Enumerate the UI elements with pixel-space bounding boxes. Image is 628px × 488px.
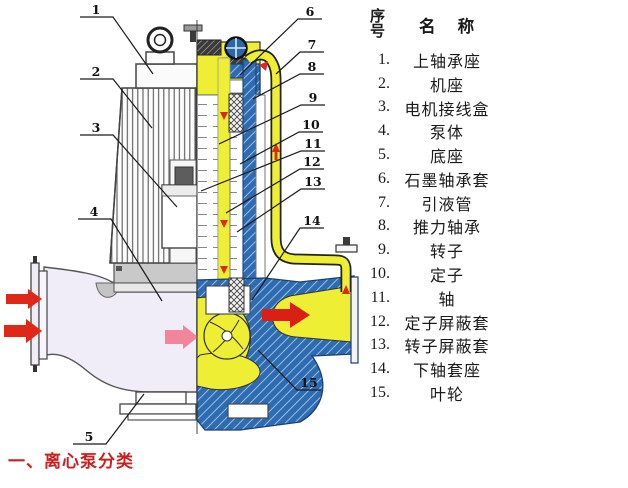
- callout-13: 13: [304, 174, 321, 189]
- legend-row-13: 13. 转子屏蔽套: [356, 334, 624, 358]
- part-name: 转子屏蔽套: [404, 339, 490, 357]
- part-name: 叶轮: [429, 387, 464, 405]
- part-number: 15.: [370, 384, 390, 402]
- discharge-flow-arrow: [262, 302, 310, 328]
- callout-14: 14: [303, 213, 321, 228]
- legend-row-11: 11. 轴: [356, 286, 624, 310]
- section-heading: 一、离心泵分类: [8, 452, 134, 471]
- legend-row-6: 6. 石墨轴承套: [356, 167, 624, 191]
- callout-12: 12: [303, 154, 320, 169]
- base-feet: [119, 391, 269, 421]
- lifting-eyebolt-icon: [146, 26, 174, 54]
- legend-row-3: 3. 电机接线盒: [356, 96, 624, 120]
- part-number: 12.: [370, 312, 390, 330]
- callout-6: 6: [306, 4, 315, 19]
- part-number: 11.: [370, 288, 390, 306]
- legend-row-5: 5. 底座: [356, 143, 624, 167]
- legend-row-10: 10. 定子: [356, 262, 624, 286]
- part-number: 9.: [378, 241, 390, 259]
- callout-9: 9: [309, 90, 318, 105]
- part-number: 1.: [378, 50, 390, 68]
- part-number: 14.: [370, 360, 390, 378]
- part-name: 机座: [429, 77, 464, 95]
- legend-row-12: 12. 定子屏蔽套: [356, 310, 624, 334]
- callout-numbers: 1 2 3 4 5 6 7 8 9 10 11 12 13 14 15: [85, 2, 322, 444]
- part-name: 电机接线盒: [404, 101, 490, 119]
- legend-row-15: 15. 叶轮: [356, 381, 624, 405]
- legend-row-1: 1. 上轴承座: [356, 48, 624, 72]
- feed-pipe: [244, 49, 358, 292]
- lower-bearing-housing: [205, 277, 251, 315]
- part-name: 泵体: [429, 125, 464, 143]
- callout-11: 11: [304, 136, 321, 151]
- legend-row-14: 14. 下轴套座: [356, 357, 624, 381]
- callout-1: 1: [92, 2, 101, 17]
- callout-10: 10: [302, 117, 320, 132]
- callout-3: 3: [92, 120, 101, 135]
- part-number: 6.: [378, 169, 390, 187]
- suction-internal-arrow: [165, 325, 198, 349]
- impeller: [203, 312, 251, 360]
- part-number: 5.: [378, 146, 390, 164]
- part-number: 8.: [378, 217, 390, 235]
- part-name: 上轴承座: [412, 53, 481, 71]
- inlet-flange: [30, 256, 48, 372]
- inlet-flow-arrows: [4, 289, 42, 343]
- part-name: 推力轴承: [412, 220, 481, 238]
- pump-cross-section-diagram: 1 2 3 4 5 6 7 8 9 10 11 12 13 14 15: [4, 2, 359, 445]
- callout-15: 15: [300, 375, 317, 390]
- part-name: 定子屏蔽套: [404, 315, 490, 333]
- part-name: 底座: [429, 149, 464, 167]
- parts-legend: 序号 名 称 1. 上轴承座 2. 机座 3. 电机接线盒 4. 泵体 5. 底座 6. 石…: [356, 2, 624, 405]
- legend-row-4: 4. 泵体: [356, 119, 624, 143]
- motor-top-cap: [135, 51, 198, 89]
- legend-row-9: 9. 转子: [356, 238, 624, 262]
- part-number: 7.: [378, 193, 390, 211]
- part-name: 转子: [429, 244, 464, 262]
- legend-row-8: 8. 推力轴承: [356, 215, 624, 239]
- callout-5: 5: [85, 429, 94, 444]
- part-name: 引液管: [421, 196, 473, 214]
- legend-row-2: 2. 机座: [356, 72, 624, 96]
- part-number: 13.: [370, 336, 390, 354]
- flow-direction-ticks: [220, 61, 350, 294]
- part-number: 3.: [378, 98, 390, 116]
- callout-7: 7: [308, 37, 317, 52]
- part-name: 轴: [438, 291, 456, 309]
- callout-2: 2: [92, 64, 101, 79]
- part-number: 4.: [378, 122, 390, 140]
- part-number: 2.: [378, 74, 390, 92]
- legend-header: 序号 名 称: [356, 2, 624, 48]
- callout-4: 4: [90, 204, 99, 219]
- part-name: 石墨轴承套: [404, 172, 490, 190]
- legend-col-name-header: 名 称: [419, 17, 484, 36]
- legend-col-number-header: 序号: [370, 9, 386, 40]
- part-name: 下轴套座: [412, 363, 481, 381]
- legend-row-7: 7. 引液管: [356, 191, 624, 215]
- part-name: 定子: [429, 268, 464, 286]
- callout-8: 8: [308, 59, 317, 74]
- part-number: 10.: [370, 265, 390, 283]
- callout-leader-lines: [73, 16, 325, 445]
- motor-mount-band: [113, 262, 198, 293]
